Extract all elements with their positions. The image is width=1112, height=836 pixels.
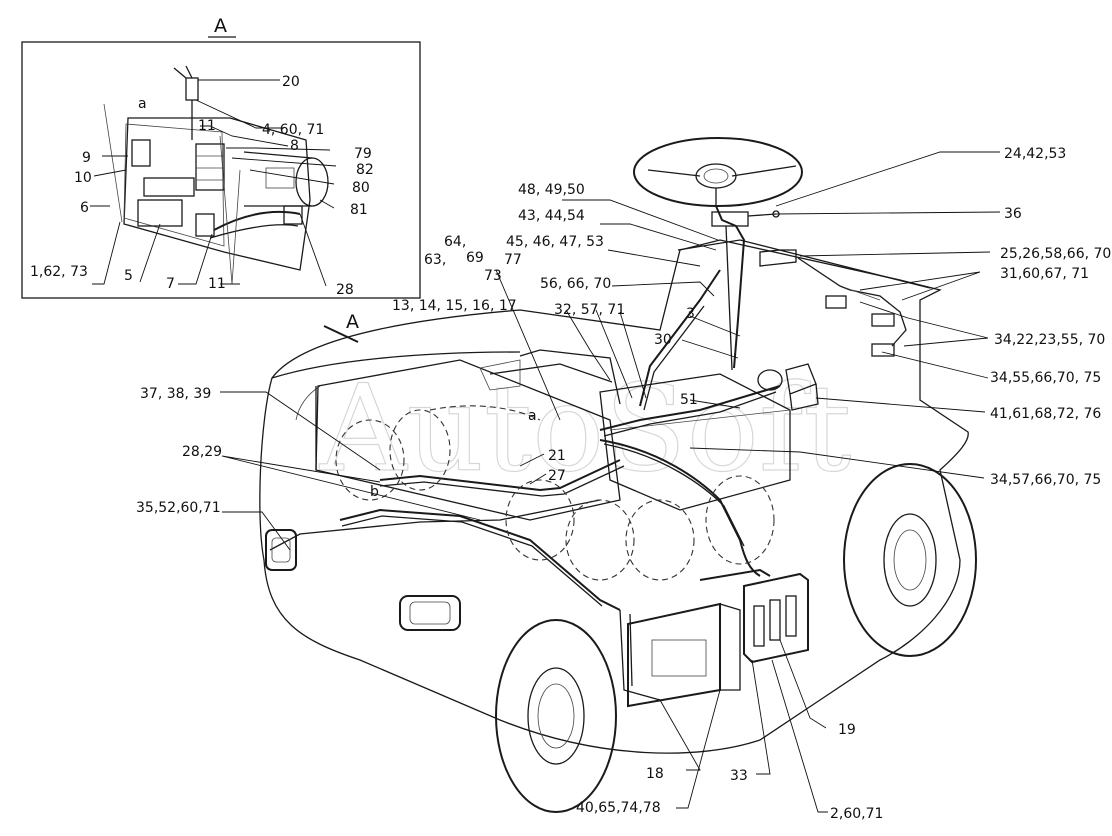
callout-34-55-66-70-75: 34,55,66,70, 75	[990, 370, 1101, 386]
callout-a-main: a	[528, 408, 537, 424]
inset-switch-block	[195, 143, 225, 191]
callout-24-42-53: 24,42,53	[1004, 146, 1066, 162]
inset-relay	[131, 139, 151, 167]
callout-43-44-54: 43, 44,54	[518, 208, 585, 224]
callout-6: 6	[80, 200, 89, 216]
callout-82: 82	[356, 162, 374, 178]
callout-25-26-58-66-70: 25,26,58,66, 70	[1000, 246, 1111, 262]
steering-wheel	[633, 137, 803, 207]
callout-5: 5	[124, 268, 133, 284]
callout-80: 80	[352, 180, 370, 196]
callout-19: 19	[838, 722, 856, 738]
callout-35-52-60-71: 35,52,60,71	[136, 500, 221, 516]
inset-connector	[137, 199, 183, 227]
callout-33: 33	[730, 768, 748, 784]
callout-34-22-23-55-70: 34,22,23,55, 70	[994, 332, 1105, 348]
main-harness	[599, 439, 761, 577]
inset-panel-face	[123, 123, 225, 247]
section-a-label: A	[346, 311, 359, 333]
callout-11-bottom: 11	[208, 276, 226, 292]
callout-a-inset: a	[138, 96, 147, 112]
relay-block	[743, 572, 809, 664]
steering-column	[715, 205, 746, 369]
callout-32-57-71: 32, 57, 71	[554, 302, 625, 318]
seat-base	[599, 373, 791, 511]
callout-79: 79	[354, 146, 372, 162]
inset-fuse-box	[143, 177, 195, 197]
callout-81: 81	[350, 202, 368, 218]
callout-18: 18	[646, 766, 664, 782]
callout-8: 8	[290, 138, 299, 154]
callout-b: b	[370, 484, 379, 500]
callout-73: 73	[484, 268, 502, 284]
callout-31-60-67-71: 31,60,67, 71	[1000, 266, 1089, 282]
callout-36: 36	[1004, 206, 1022, 222]
callout-9: 9	[82, 150, 91, 166]
callout-45-46-47-53: 45, 46, 47, 53	[506, 234, 604, 250]
callout-10: 10	[74, 170, 92, 186]
callout-20: 20	[282, 74, 300, 90]
rear-wheel	[843, 463, 977, 657]
truck-body-outline	[259, 239, 969, 754]
callout-34-57-66-70-75: 34,57,66,70, 75	[990, 472, 1101, 488]
callout-13-17: 13, 14, 15, 16, 17	[392, 298, 517, 314]
front-wheel	[495, 619, 617, 813]
callout-40-65-74-78: 40,65,74,78	[576, 800, 661, 816]
inset-view-a: A	[21, 15, 421, 299]
callout-37-38-39: 37, 38, 39	[140, 386, 211, 402]
callout-77: 77	[504, 252, 522, 268]
view-a-label: A	[214, 15, 227, 37]
headlight-left	[265, 529, 297, 571]
callout-28-inset: 28	[336, 282, 354, 298]
callout-2-60-71: 2,60,71	[830, 806, 883, 822]
callout-21: 21	[548, 448, 566, 464]
callout-28-29: 28,29	[182, 444, 222, 460]
callout-4-60-71: 4, 60, 71	[262, 122, 324, 138]
callout-56-66-70: 56, 66, 70	[540, 276, 611, 292]
inset-frame	[21, 41, 421, 299]
console-unit	[759, 249, 797, 267]
callout-63: 63,	[424, 252, 446, 268]
callout-48-49-50: 48, 49,50	[518, 182, 585, 198]
callout-1-62-73: 1,62, 73	[30, 264, 88, 280]
hidden-cylinder	[335, 419, 405, 501]
inset-key-switch	[185, 77, 199, 101]
callout-64: 64,	[444, 234, 466, 250]
headlight-front	[399, 595, 461, 631]
callout-7: 7	[166, 276, 175, 292]
callout-11-top: 11	[198, 118, 216, 134]
callout-3: 3	[686, 306, 695, 322]
callout-51: 51	[680, 392, 698, 408]
callout-30: 30	[654, 332, 672, 348]
callout-41-61-68-72-76: 41,61,68,72, 76	[990, 406, 1101, 422]
truck-drawing: 24,42,53 36 48, 49,50 43, 44,54 45, 46, …	[136, 137, 1111, 822]
callout-27: 27	[548, 468, 566, 484]
callout-69: 69	[466, 250, 484, 266]
